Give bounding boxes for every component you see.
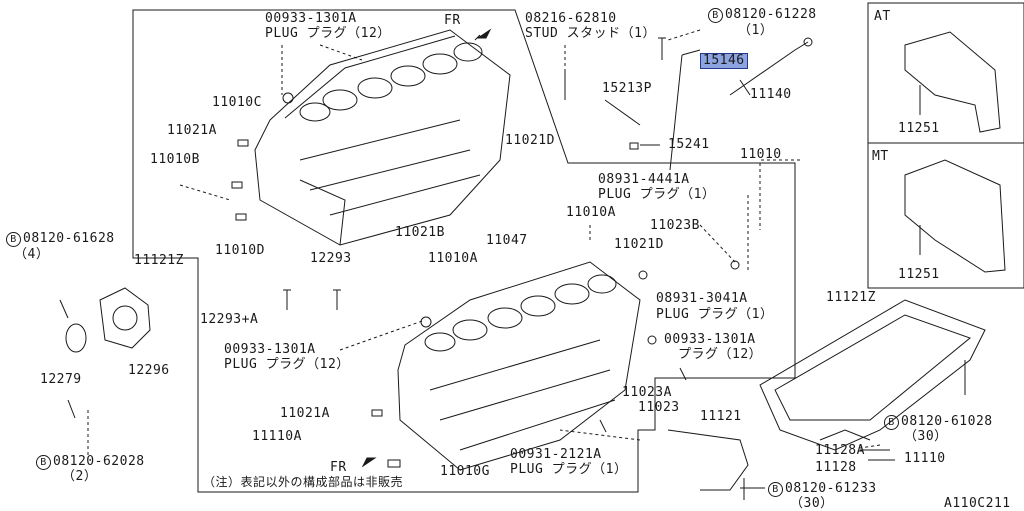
dipstick-tube: [669, 49, 701, 171]
part-11021a-top[interactable]: 11021A: [167, 123, 217, 138]
part-11128[interactable]: 11128: [815, 460, 857, 475]
bolt-62028-code: 08120-62028: [53, 454, 145, 469]
part-11023b[interactable]: 11023B: [650, 218, 700, 233]
part-11128a[interactable]: 11128A: [815, 443, 865, 458]
stud-number[interactable]: 08216-62810: [525, 11, 617, 26]
circle-b-icon: B: [6, 232, 21, 247]
circle-b-icon: B: [884, 415, 899, 430]
part-11021a-low[interactable]: 11021A: [280, 406, 330, 421]
plug-12-top-text: PLUG プラグ（12）: [265, 26, 391, 41]
part-11010a-right[interactable]: 11010A: [566, 205, 616, 220]
part-12296[interactable]: 12296: [128, 363, 170, 378]
dipstick: [729, 41, 809, 96]
part-15146-highlighted[interactable]: 15146: [700, 53, 748, 69]
plug-2121-text: PLUG プラグ（1）: [510, 462, 628, 477]
plug-4441-text: PLUG プラグ（1）: [598, 187, 716, 202]
diagram-code: A110C211: [944, 496, 1011, 511]
part-11110[interactable]: 11110: [904, 451, 946, 466]
circle-b-icon: B: [768, 482, 783, 497]
bolt-61228-qty: （1）: [738, 23, 774, 38]
part-11010g[interactable]: 11010G: [440, 464, 490, 479]
bolt-glyphs: [59, 37, 966, 500]
footnote: （注）表記以外の構成部品は非販売: [203, 475, 404, 489]
oil-pan-drawing: [759, 299, 986, 451]
plug-12-left-text: PLUG プラグ（12）: [224, 357, 350, 372]
part-11021b[interactable]: 11021B: [395, 225, 445, 240]
bolt-61628-qty: （4）: [14, 247, 50, 262]
part-11121z-right[interactable]: 11121Z: [826, 290, 876, 305]
plug-3041-number[interactable]: 08931-3041A: [656, 291, 748, 306]
part-11010c[interactable]: 11010C: [212, 95, 262, 110]
part-11121[interactable]: 11121: [700, 409, 742, 424]
stud-text: STUD スタッド（1）: [525, 26, 656, 41]
part-11110a[interactable]: 11110A: [252, 429, 302, 444]
rear-seal-housing: [99, 287, 151, 349]
part-11010d[interactable]: 11010D: [215, 243, 265, 258]
part-12293[interactable]: 12293: [310, 251, 352, 266]
at-plate-drawing: [904, 31, 1001, 133]
bolt-62028-qty: （2）: [62, 469, 98, 484]
circle-b-icon: B: [708, 8, 723, 23]
part-11251-mt[interactable]: 11251: [898, 267, 940, 282]
bolt-61233-qty: （30）: [790, 496, 834, 511]
bolt-61228-code: 08120-61228: [725, 7, 817, 22]
at-mt-box: [867, 2, 1024, 289]
part-12293a[interactable]: 12293+A: [200, 312, 259, 327]
fr-arrow-low: [361, 457, 377, 468]
mt-plate-drawing: [904, 159, 1006, 273]
part-15241[interactable]: 15241: [668, 137, 710, 152]
bolt-61628-code: 08120-61628: [23, 231, 115, 246]
part-11140[interactable]: 11140: [750, 87, 792, 102]
part-11251-at[interactable]: 11251: [898, 121, 940, 136]
part-11023[interactable]: 11023: [638, 400, 680, 415]
part-11021d-top[interactable]: 11021D: [505, 133, 555, 148]
plug-12-right-number[interactable]: 00933-1301A: [664, 332, 756, 347]
oil-seal: [65, 323, 87, 353]
part-11047[interactable]: 11047: [486, 233, 528, 248]
part-11010[interactable]: 11010: [740, 147, 782, 162]
fr-arrow-top: [474, 28, 492, 41]
part-11021d-mid[interactable]: 11021D: [614, 237, 664, 252]
gasket-drawing: [667, 429, 749, 491]
part-11023a[interactable]: 11023A: [622, 385, 672, 400]
part-12279[interactable]: 12279: [40, 372, 82, 387]
plug-12-right-text: プラグ（12）: [678, 347, 763, 362]
fr-label-top: FR: [444, 13, 461, 28]
part-11010a-mid[interactable]: 11010A: [428, 251, 478, 266]
plug-12-left-number[interactable]: 00933-1301A: [224, 342, 316, 357]
part-11121z-left[interactable]: 11121Z: [134, 253, 184, 268]
fr-label-low: FR: [330, 460, 347, 475]
part-15213p[interactable]: 15213P: [602, 81, 652, 96]
lower-block-drawing: [397, 261, 641, 471]
plug-2121-number[interactable]: 00931-2121A: [510, 447, 602, 462]
plug-12-top-number[interactable]: 00933-1301A: [265, 11, 357, 26]
frame-outline: [132, 9, 796, 493]
upper-block-drawing: [254, 29, 511, 246]
plug-4441-number[interactable]: 08931-4441A: [598, 172, 690, 187]
bolt-61028-code: 08120-61028: [901, 414, 993, 429]
mt-label: MT: [872, 149, 889, 164]
circle-b-icon: B: [36, 455, 51, 470]
part-11010b[interactable]: 11010B: [150, 152, 200, 167]
bolt-61233-code: 08120-61233: [785, 481, 877, 496]
at-label: AT: [874, 9, 891, 24]
bolt-61028-qty: （30）: [904, 429, 948, 444]
plug-3041-text: PLUG プラグ（1）: [656, 307, 774, 322]
